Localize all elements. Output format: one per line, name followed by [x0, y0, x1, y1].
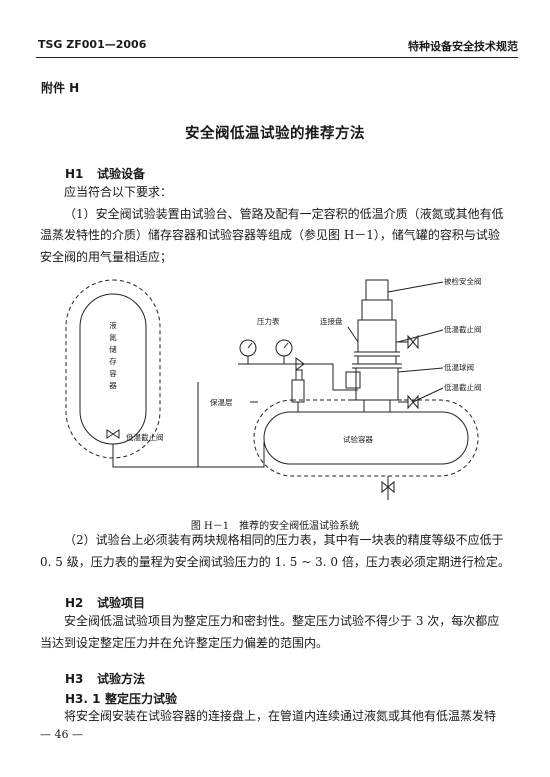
h3-body: 将安全阀安装在试验容器的连接盘上，在管道内连续通过液氮或其他有低温蒸发特 — [40, 706, 518, 728]
subsection-number: H3. 1 — [65, 692, 101, 706]
section-title: 试验设备 — [97, 167, 146, 181]
label-pressure-gauge: 压力表 — [257, 316, 280, 326]
h1-item2: （2）试验台上必须装有两块规格相同的压力表，其中有一块表的精度等级不应低于 0.… — [40, 530, 518, 573]
cutoff-valve-top — [407, 334, 419, 350]
safety-valve-small — [291, 379, 305, 403]
h1-body: 应当符合以下要求： （1）安全阀试验装置由试验台、管路及配有一定容积的低温介质（… — [40, 182, 518, 268]
section-title: 试验项目 — [97, 596, 146, 610]
h1-item1-line1: （1）安全阀试验装置由试验台、管路及配有一定容积的低温介质（液氮或其他有低 — [64, 206, 504, 221]
running-header: TSG ZF001—2006 特种设备安全技术规范 — [38, 38, 518, 53]
cutoff-valve-left — [106, 429, 120, 439]
tested-safety-valve — [361, 299, 393, 321]
page-number: — 46 — — [40, 728, 83, 741]
section-number: H3 — [65, 672, 84, 686]
h1-item1-line3: 安全阀的用气量相适应； — [40, 249, 173, 264]
section-heading-h1: H1 试验设备 — [65, 165, 145, 182]
header-rule — [36, 57, 518, 58]
subsection-heading-h3-1: H3. 1 整定压力试验 — [65, 690, 177, 707]
section-number: H1 — [65, 167, 84, 181]
h2-body: 安全阀低温试验项目为整定压力和密封性。整定压力试验不得少于 3 次，每次都应 当… — [40, 611, 518, 654]
header-series-title: 特种设备安全技术规范 — [408, 40, 518, 53]
label-insulation: 保温层 — [210, 398, 233, 407]
label-cutoff-valve-left: 低温截止阀 — [126, 432, 164, 442]
page-title: 安全阀低温试验的推荐方法 — [185, 126, 365, 142]
h1-item2-line1: （2）试验台上必须装有两块规格相同的压力表，其中有一块表的精度等级不应低于 — [64, 533, 504, 547]
label-ball-valve: 低温球阀 — [444, 362, 474, 372]
section-title: 试验方法 — [97, 672, 146, 686]
subsection-title: 整定压力试验 — [105, 692, 178, 706]
h2-line1: 安全阀低温试验项目为整定压力和密封性。整定压力试验不得少于 3 次，每次都应 — [64, 614, 500, 628]
section-heading-h2: H2 试验项目 — [65, 594, 145, 611]
h2-line2: 当达到设定整定压力并在允许整定压力偏差的范围内。 — [40, 635, 329, 650]
label-storage-5: 容 — [109, 368, 117, 378]
appendix-label: 附件 H — [41, 81, 80, 95]
section-number: H2 — [65, 596, 84, 610]
header-standard-code: TSG ZF001—2006 — [38, 38, 147, 51]
cutoff-valve-bottom — [381, 480, 395, 494]
h1-item1-line2: 温蒸发特性的介质）储存容器和试验容器等组成（参见图 H－1），储气罐的容积与试验 — [40, 228, 500, 242]
label-cutoff-valve-top: 低温截止阀 — [444, 324, 482, 334]
label-test-vessel: 试验容器 — [343, 434, 373, 444]
test-system-diagram: 被检安全阀 低温截止阀 低温球阀 低温截止阀 压力表 连接盘 保温层 低温截止阀… — [65, 276, 482, 500]
label-tested-valve: 被检安全阀 — [444, 276, 482, 286]
label-storage-6: 器 — [109, 381, 117, 390]
h1-item2-line2: 0. 5 级，压力表的量程为安全阀试验压力的 1. 5 ~ 3. 0 倍，压力表… — [40, 554, 510, 569]
label-storage-3: 储 — [109, 344, 117, 354]
label-cutoff-valve-mid: 低温截止阀 — [444, 382, 482, 392]
h1-intro: 应当符合以下要求： — [64, 185, 173, 199]
cutoff-valve-mid — [407, 394, 419, 410]
label-storage-1: 液 — [109, 320, 117, 330]
section-heading-h3: H3 试验方法 — [65, 670, 145, 687]
h3-line1: 将安全阀安装在试验容器的连接盘上，在管道内连续通过液氮或其他有低温蒸发特 — [64, 709, 497, 723]
label-storage-2: 氮 — [109, 332, 117, 342]
figure-caption: 图 H－1 推荐的安全阀低温试验系统 — [190, 521, 360, 532]
label-storage-4: 存 — [109, 356, 117, 366]
label-connect-disc: 连接盘 — [320, 316, 343, 326]
